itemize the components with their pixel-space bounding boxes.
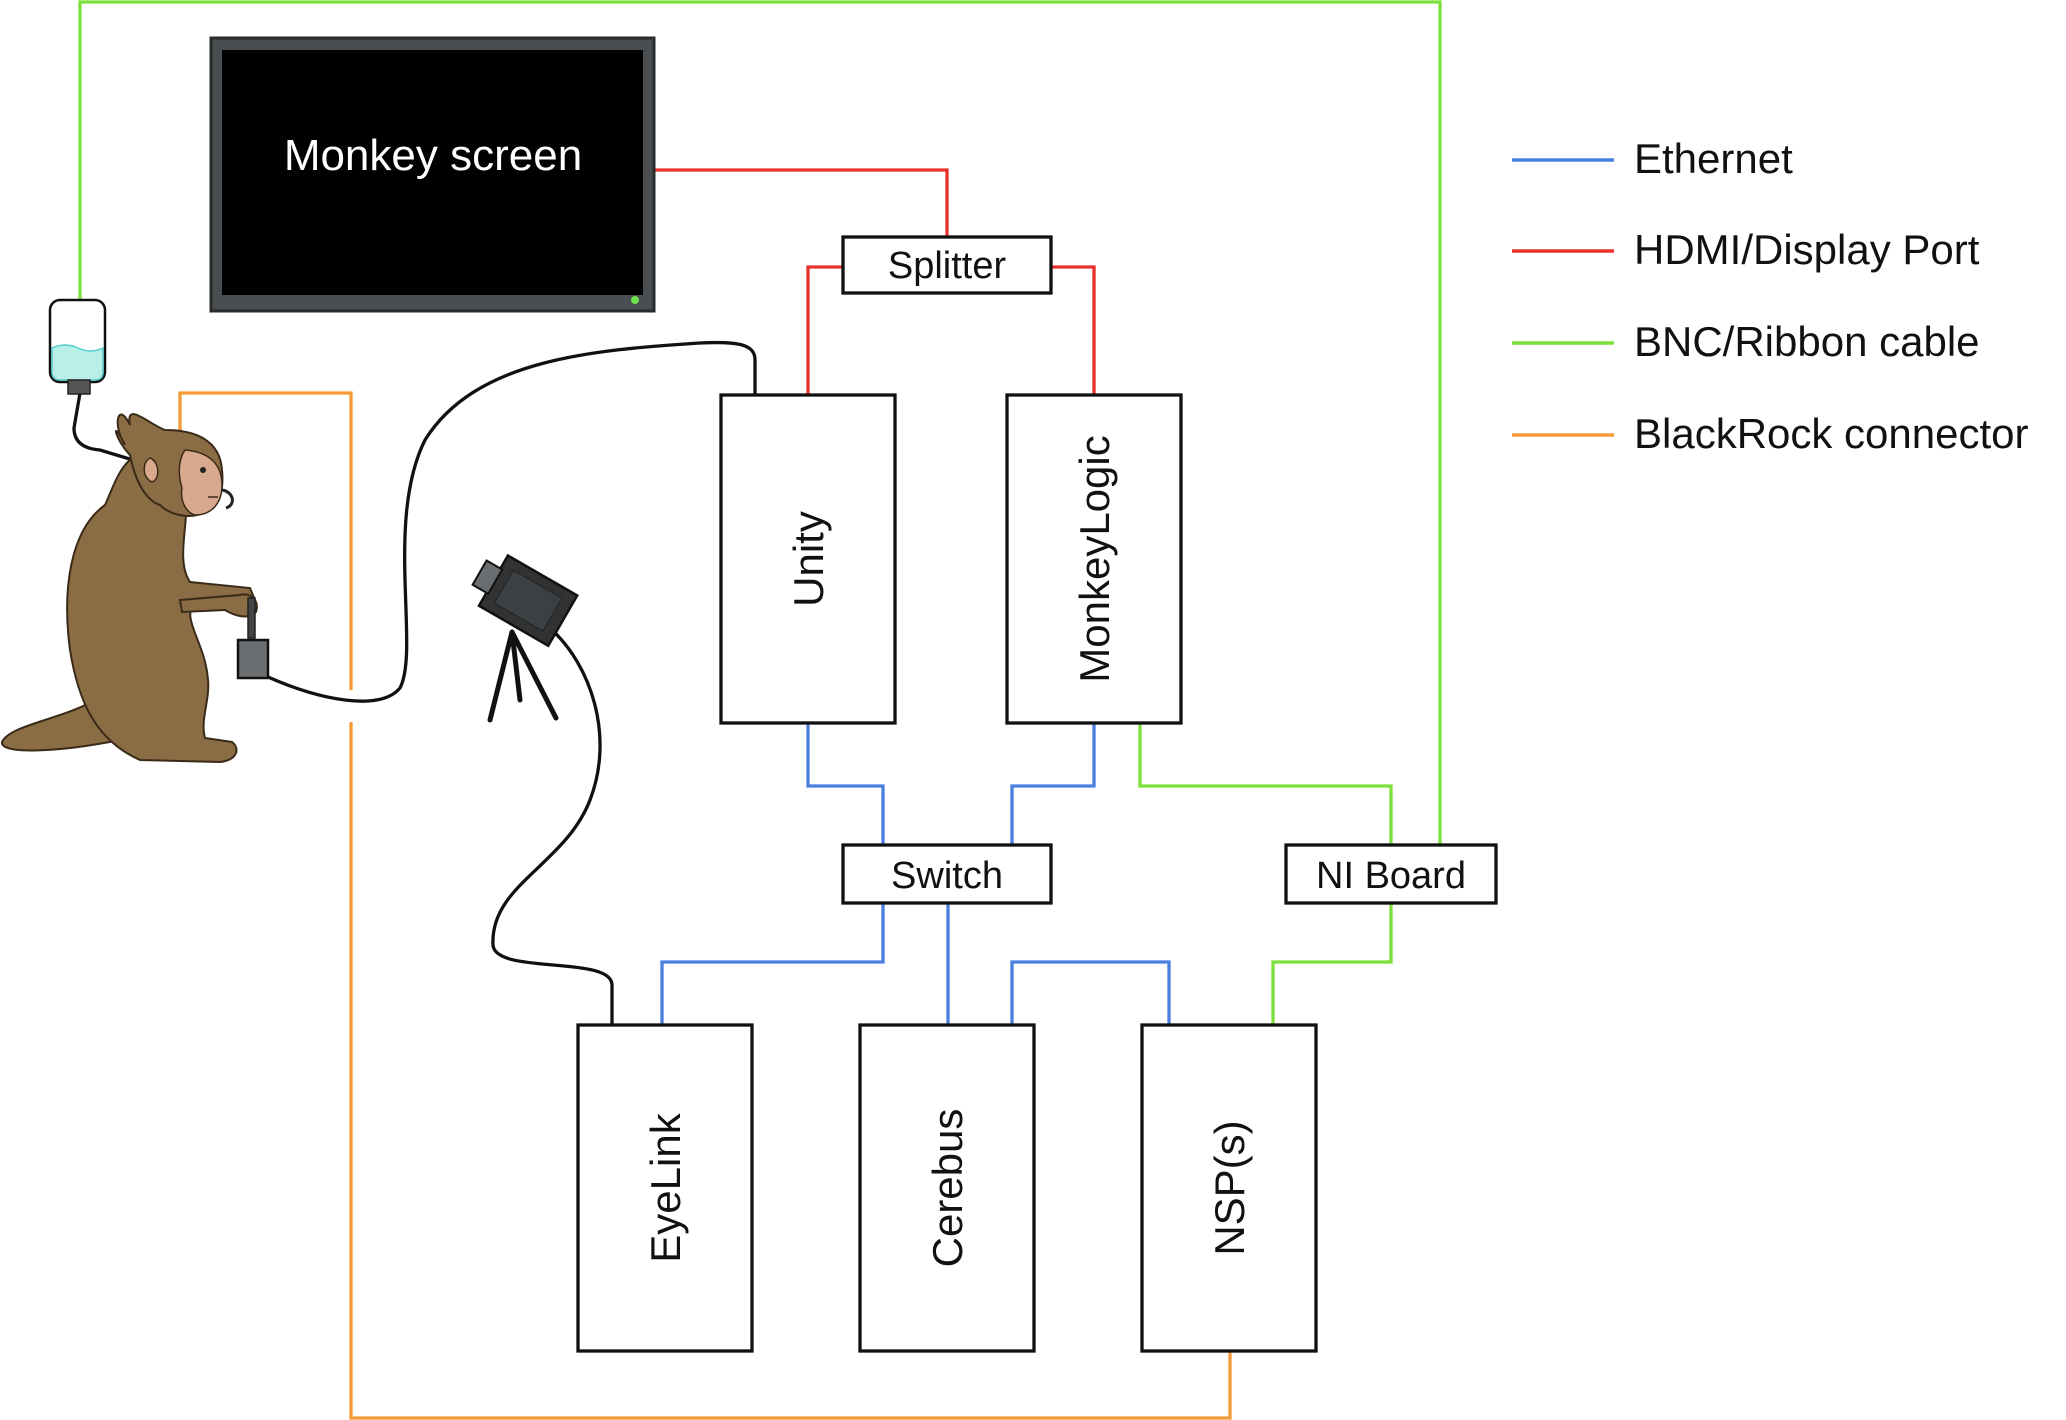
camera-cable: [491, 628, 614, 1025]
monkeylogic-label: MonkeyLogic: [1071, 435, 1118, 682]
cerebus-label: Cerebus: [924, 1109, 971, 1268]
ethernet-wire-unity-switch: [806, 723, 885, 845]
legend-item-hdmi: HDMI/Display Port: [1512, 226, 1980, 273]
switch-box: Switch: [841, 843, 1053, 905]
legend: Ethernet HDMI/Display Port BNC/Ribbon ca…: [1512, 135, 2029, 457]
monkey-icon: [1, 413, 258, 764]
joystick-icon: [236, 597, 270, 680]
monkey-screen-label: Monkey screen: [284, 131, 582, 180]
hdmi-wire-screen-splitter: [653, 168, 949, 237]
hdmi-wire-splitter-unity: [806, 265, 843, 395]
juice-tube: [72, 392, 144, 465]
blackrock-wire-nsp: [349, 722, 1232, 1420]
ethernet-wire-cerebus-nsp: [1010, 960, 1171, 1025]
power-led-icon: [631, 296, 639, 304]
legend-label-bnc: BNC/Ribbon cable: [1634, 318, 1980, 365]
eyelink-label: EyeLink: [642, 1112, 689, 1262]
blackrock-wire-headstage: [178, 391, 353, 690]
bnc-wire-monkeylogic-ni: [1138, 723, 1393, 845]
legend-item-blackrock: BlackRock connector: [1512, 410, 2029, 457]
ni-board-box: NI Board: [1284, 843, 1498, 905]
juice-bottle-icon: [48, 298, 107, 395]
legend-label-blackrock: BlackRock connector: [1634, 410, 2029, 457]
hdmi-wire-splitter-monkeylogic: [1051, 265, 1096, 395]
splitter-label: Splitter: [888, 245, 1007, 287]
legend-label-hdmi: HDMI/Display Port: [1634, 226, 1980, 273]
nsp-box: NSP(s): [1140, 1023, 1318, 1353]
nsp-label: NSP(s): [1206, 1120, 1253, 1255]
unity-label: Unity: [785, 511, 832, 607]
eye-tracker-camera-icon: [471, 553, 579, 723]
bnc-wire-juice-ni: [78, 0, 1442, 845]
joystick-cable: [267, 340, 757, 703]
monkey-screen: Monkey screen: [209, 36, 656, 313]
legend-item-bnc: BNC/Ribbon cable: [1512, 318, 1980, 365]
splitter-box: Splitter: [841, 235, 1053, 295]
ethernet-wire-monkeylogic-switch: [1010, 723, 1096, 845]
ethernet-wire-switch-eyelink: [660, 903, 885, 1025]
legend-item-ethernet: Ethernet: [1512, 135, 1793, 182]
unity-box: Unity: [719, 393, 897, 725]
monkeylogic-box: MonkeyLogic: [1005, 393, 1183, 725]
eyelink-box: EyeLink: [576, 1023, 754, 1353]
bnc-wire-ni-nsp: [1271, 903, 1393, 1025]
ni-board-label: NI Board: [1316, 855, 1466, 897]
legend-label-ethernet: Ethernet: [1634, 135, 1793, 182]
switch-label: Switch: [891, 855, 1003, 897]
cerebus-box: Cerebus: [858, 1023, 1036, 1353]
